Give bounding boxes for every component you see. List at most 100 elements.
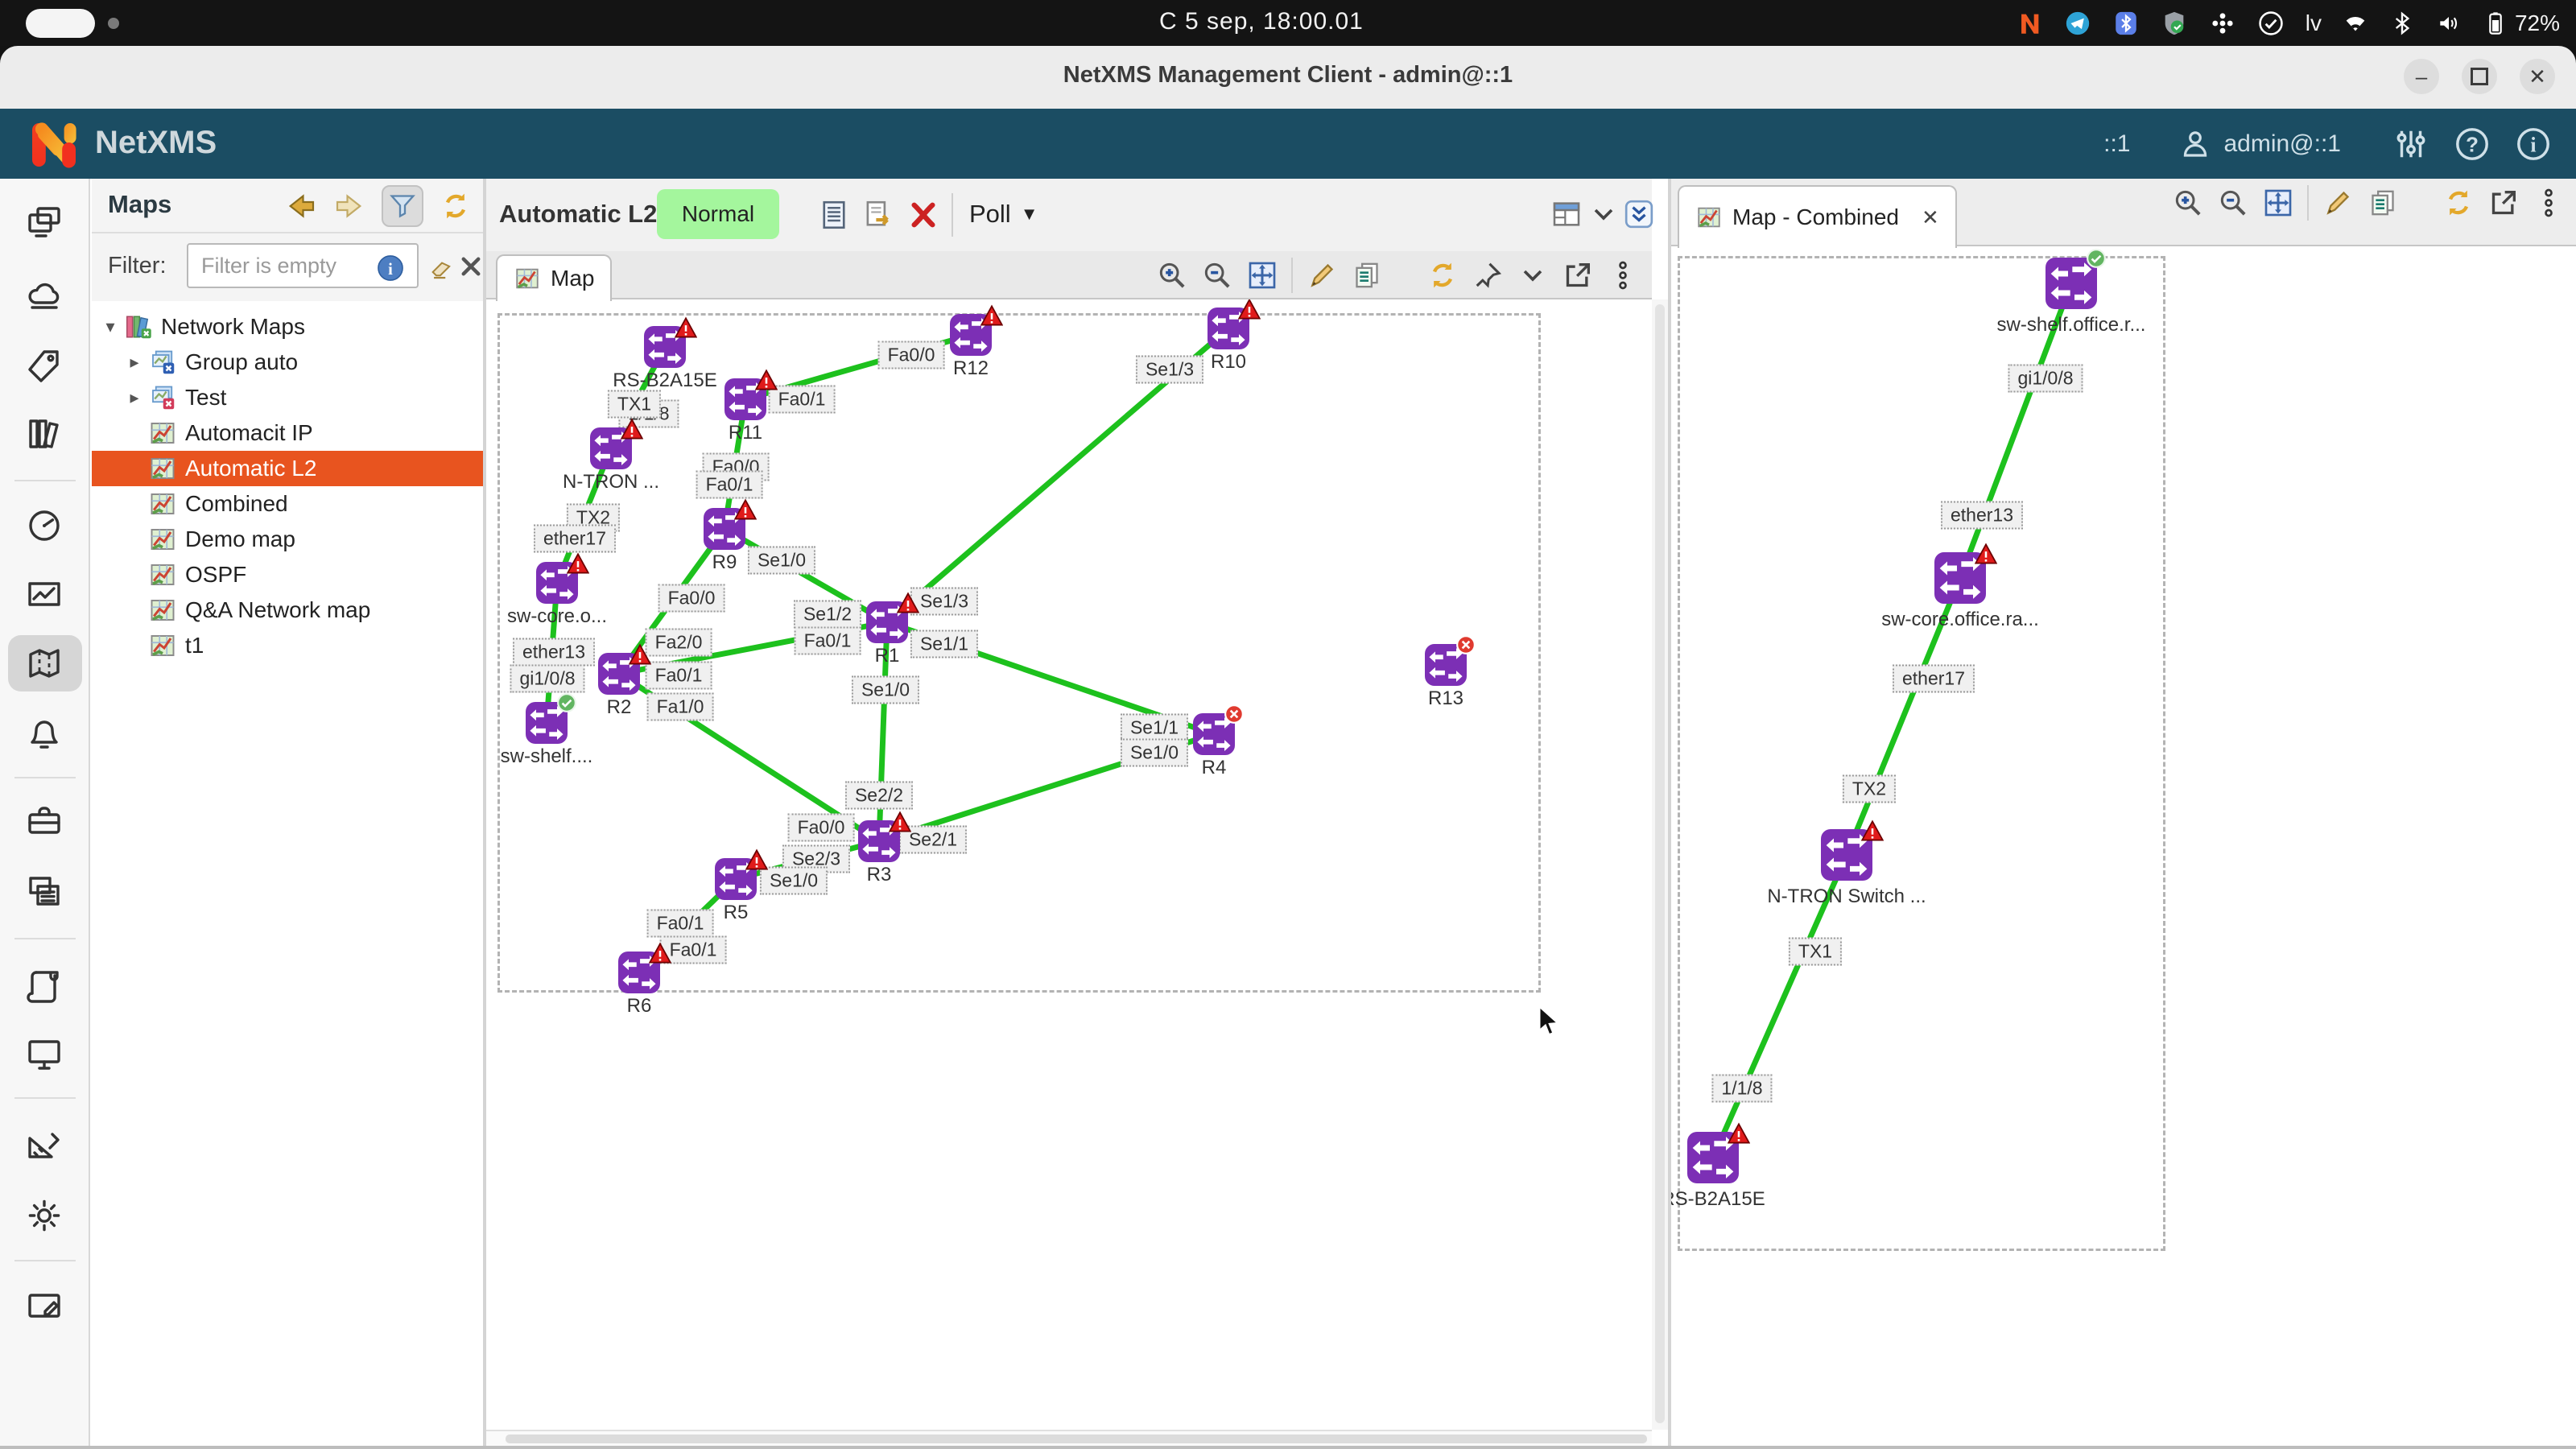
filter-icon[interactable] xyxy=(382,185,423,227)
refresh-icon[interactable] xyxy=(2442,187,2475,219)
tree-item-demo-map[interactable]: Demo map xyxy=(92,522,483,557)
volume-icon[interactable] xyxy=(2436,10,2462,36)
battery-indicator[interactable]: 72% xyxy=(2483,10,2560,36)
help-icon[interactable]: ? xyxy=(2454,126,2491,163)
filter-info-icon[interactable]: i xyxy=(375,253,406,283)
tree-item-t1[interactable]: t1 xyxy=(92,628,483,663)
rail-item-gauge[interactable] xyxy=(25,506,64,545)
delete-icon[interactable] xyxy=(906,198,940,232)
keyboard-layout[interactable]: lv xyxy=(2305,10,2322,35)
tree-item-test[interactable]: ▸Test xyxy=(92,380,483,415)
close-button[interactable]: ✕ xyxy=(2520,59,2555,94)
filter-eraser-icon[interactable] xyxy=(428,254,456,282)
map-node-sw-shelf-office[interactable] xyxy=(2046,258,2097,309)
refresh-icon[interactable] xyxy=(440,190,472,222)
shield-check-icon[interactable] xyxy=(2161,10,2188,37)
tree-item-combined[interactable]: Combined xyxy=(92,486,483,522)
export-icon[interactable] xyxy=(861,198,895,232)
rail-item-case[interactable] xyxy=(25,802,64,840)
expander-icon[interactable]: ▸ xyxy=(130,352,139,372)
rail-item-signdoc[interactable] xyxy=(25,1286,64,1325)
link-port-label: ether13 xyxy=(512,638,596,667)
fit-to-screen-icon[interactable] xyxy=(1246,259,1278,291)
link-port-label: TX1 xyxy=(1788,937,1843,966)
zoom-out-icon[interactable] xyxy=(2217,187,2249,219)
back-icon[interactable] xyxy=(285,190,317,222)
panel-divider[interactable] xyxy=(483,179,486,1449)
poll-dropdown[interactable]: Poll▼ xyxy=(969,200,1038,228)
activities-pill[interactable] xyxy=(26,9,95,38)
tree-item-group-auto[interactable]: ▸Group auto xyxy=(92,345,483,380)
horizontal-scrollbar[interactable] xyxy=(486,1430,1652,1446)
rail-item-books[interactable] xyxy=(25,415,64,453)
scrollbar-thumb[interactable] xyxy=(506,1435,1647,1443)
expander-icon[interactable]: ▸ xyxy=(130,387,139,407)
edit-icon[interactable] xyxy=(1306,259,1338,291)
rail-item-screens[interactable] xyxy=(25,204,64,242)
overflow-menu-icon[interactable] xyxy=(2533,187,2565,219)
pin-icon[interactable] xyxy=(1472,259,1504,291)
close-tab-icon[interactable]: ✕ xyxy=(1921,204,1939,229)
rail-item-map[interactable] xyxy=(25,644,64,683)
chevron-down-icon[interactable] xyxy=(1517,259,1549,291)
rail-item-script[interactable] xyxy=(25,966,64,1005)
rail-item-ruler[interactable] xyxy=(25,1127,64,1166)
rail-item-chart[interactable] xyxy=(25,576,64,614)
wifi-icon[interactable] xyxy=(2343,10,2368,36)
tree-item-automacit-ip[interactable]: Automacit IP xyxy=(92,415,483,451)
panel-divider[interactable] xyxy=(1668,179,1671,1449)
filter-clear-icon[interactable] xyxy=(457,253,485,280)
bluetooth-tile-icon[interactable] xyxy=(2112,10,2140,37)
forward-icon[interactable] xyxy=(333,190,365,222)
tree-item-q-a-network-map[interactable]: Q&A Network map xyxy=(92,592,483,628)
window-titlebar[interactable]: NetXMS Management Client - admin@::1 –✕ xyxy=(0,46,2576,110)
layout-grid-icon[interactable] xyxy=(1550,198,1583,230)
rail-item-cards[interactable] xyxy=(25,873,64,911)
zoom-in-icon[interactable] xyxy=(2172,187,2204,219)
bluetooth-icon[interactable] xyxy=(2389,10,2415,36)
map-canvas-main[interactable]: 1/1/8TX1TX2ether17ether13gi1/0/8Fa0/1Fa0… xyxy=(486,299,1652,1430)
copy-icon[interactable] xyxy=(1351,259,1383,291)
open-external-icon[interactable] xyxy=(2487,187,2520,219)
tree-item-ospf[interactable]: OSPF xyxy=(92,557,483,592)
telegram-icon[interactable] xyxy=(2064,10,2091,37)
netxms-icon[interactable] xyxy=(2016,10,2043,37)
expander-icon[interactable]: ▾ xyxy=(105,316,115,336)
copy-icon[interactable] xyxy=(2367,187,2399,219)
collapse-all-icon[interactable] xyxy=(1623,198,1655,230)
map-node-r12[interactable] xyxy=(950,314,992,356)
rail-item-gear[interactable] xyxy=(25,1196,64,1235)
scrollbar-thumb[interactable] xyxy=(1655,304,1665,1423)
about-icon[interactable]: i xyxy=(2515,126,2552,163)
user-menu[interactable]: admin@::1 xyxy=(2178,127,2341,161)
rail-item-bell[interactable] xyxy=(25,713,64,752)
zoom-in-icon[interactable] xyxy=(1156,259,1188,291)
tab-map-combined[interactable]: Map - Combined ✕ xyxy=(1678,185,1957,248)
overflow-menu-icon[interactable] xyxy=(1607,259,1639,291)
edit-icon[interactable] xyxy=(2322,187,2354,219)
refresh-icon[interactable] xyxy=(1426,259,1459,291)
minimize-button[interactable]: – xyxy=(2404,59,2439,94)
open-external-icon[interactable] xyxy=(1562,259,1594,291)
properties-table-icon[interactable] xyxy=(817,198,851,232)
tab-map[interactable]: Map xyxy=(496,254,613,301)
status-warn-icon xyxy=(755,369,778,391)
tree-item-network-maps[interactable]: ▾Network Maps xyxy=(92,309,483,345)
zoom-out-icon[interactable] xyxy=(1201,259,1233,291)
layout-chevron-icon[interactable] xyxy=(1587,198,1620,230)
check-circle-icon[interactable] xyxy=(2257,10,2285,37)
map-node-label: sw-core.o... xyxy=(506,605,608,627)
preferences-icon[interactable] xyxy=(2392,126,2429,163)
maximize-button[interactable] xyxy=(2462,59,2497,94)
clock[interactable]: C 5 sep, 18:00.01 xyxy=(1159,8,1364,35)
dots-icon[interactable] xyxy=(2209,10,2236,37)
mouse-cursor xyxy=(1536,1005,1563,1038)
rail-item-tag[interactable] xyxy=(25,347,64,386)
rail-item-cloud[interactable] xyxy=(25,276,64,315)
rail-item-monitor[interactable] xyxy=(25,1035,64,1074)
toolbar-separator xyxy=(2307,185,2309,221)
fit-to-screen-icon[interactable] xyxy=(2262,187,2294,219)
vertical-scrollbar[interactable] xyxy=(1652,299,1668,1430)
tree-item-automatic-l2[interactable]: Automatic L2 xyxy=(92,451,483,486)
